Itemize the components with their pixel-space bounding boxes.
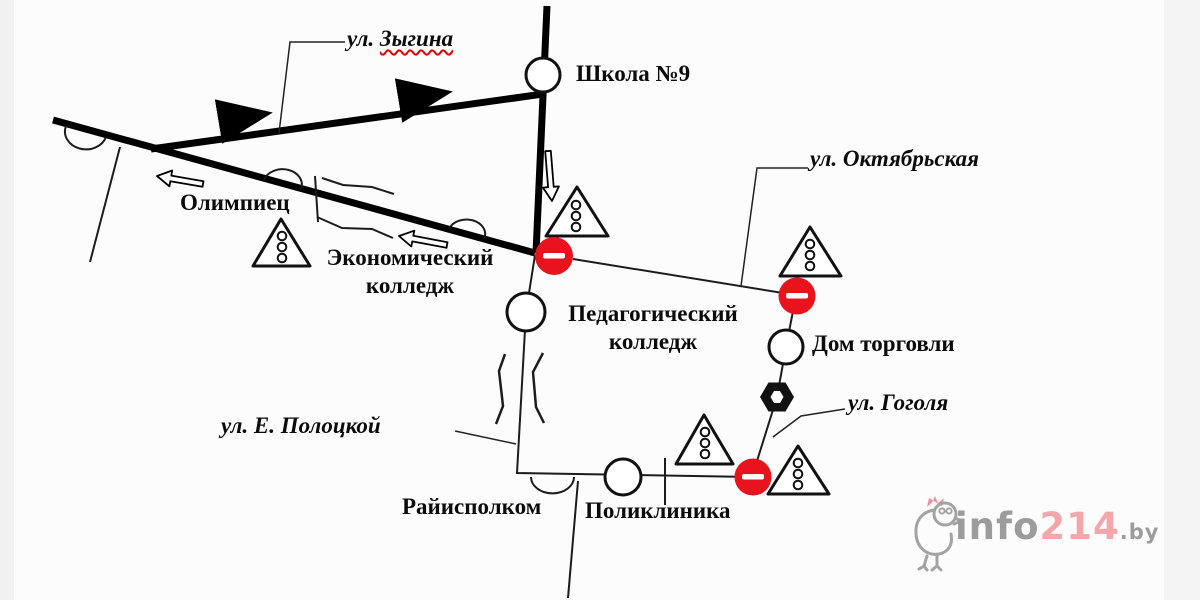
chicken-leg-left (917, 554, 929, 572)
callout-polotskoy (454, 430, 517, 445)
chicken-body (914, 508, 953, 556)
stop-label-poliklinika: Поликлиника (585, 498, 731, 523)
street-left-stub (89, 146, 121, 263)
hollow-arrows (156, 149, 560, 249)
chicken-crown (927, 496, 944, 507)
route-roads (52, 5, 551, 257)
traffic-light-warning-icon (766, 444, 831, 496)
hollow-arrow-down-icon (542, 149, 560, 202)
callout-zygina (278, 41, 345, 134)
chicken-leg-right (930, 554, 943, 572)
road-narrowing-marks (494, 352, 546, 425)
bus-stop-arc-icon (63, 125, 107, 151)
stop-label-pedagog-line1: Педагогический (568, 301, 738, 326)
stop-node-school (524, 56, 562, 94)
traffic-light-warning-icon (544, 185, 610, 238)
callout-oktyabrskaya (740, 167, 808, 287)
bus-stop-arcs (63, 125, 575, 495)
watermark-info: info (955, 505, 1040, 548)
direction-arrows (214, 78, 453, 144)
traffic-light-warning-icon (778, 225, 843, 278)
stop-label-econom-line2: колледж (365, 273, 455, 298)
callout-gogolya (772, 408, 846, 438)
site-watermark: info214.by (903, 492, 1158, 572)
no-entry-signs (535, 237, 816, 496)
stop-label-olimpiec: Олимпиец (180, 190, 290, 215)
street-label-zygina: ул. Зыгина (347, 25, 453, 53)
street-label-oktyabrskaya: ул. Октябрьская (810, 146, 980, 171)
stop-node-poliklinika (603, 457, 643, 497)
narrowing-right (531, 352, 546, 424)
stop-nodes (505, 56, 805, 497)
bus-stop-arc-icon (530, 476, 575, 495)
street-zygina-name: Зыгина (379, 26, 454, 51)
road-vertical-school (532, 5, 551, 254)
road-zygina (150, 90, 544, 153)
page-left-strip (0, 0, 14, 600)
junction-tick (314, 175, 319, 223)
junction-flare-upper (321, 177, 395, 195)
page-right-strip (1164, 0, 1200, 600)
stop-node-pedagog (505, 291, 547, 333)
street-south-stub (567, 480, 579, 599)
stop-label-econom-line1: Экономический (326, 245, 494, 270)
route-arrow-right-icon (394, 78, 453, 123)
callout-lines (278, 41, 846, 445)
no-entry-icon (778, 277, 816, 315)
chicken-eye (945, 507, 953, 515)
chicken-eye (938, 507, 946, 515)
route-arrow-right-icon (214, 99, 273, 144)
street-to-oktyabrskaya (572, 258, 790, 295)
no-entry-icon (734, 458, 772, 496)
street-zygina-prefix: ул. (347, 26, 380, 51)
no-entry-icon (535, 237, 573, 275)
stop-label-school: Школа №9 (576, 61, 691, 86)
street-gogolya (756, 300, 796, 462)
hollow-arrow-left-icon (156, 169, 205, 188)
stop-label-dom-torgovli: Дом торговли (812, 331, 955, 356)
traffic-light-warning-signs (251, 185, 843, 496)
stop-hexagon-icon (760, 382, 794, 412)
stop-label-econom: Экономический колледж (305, 244, 515, 300)
junction-marks (314, 175, 395, 239)
stop-label-pedagog: Педагогический колледж (546, 300, 760, 356)
stop-label-pedagog-line2: колледж (608, 329, 698, 354)
road-olimpiec (52, 116, 536, 257)
watermark-text: info214.by (955, 508, 1159, 551)
chicken-beak (952, 516, 965, 526)
chicken-head (932, 501, 958, 527)
stop-node-dom-torgovli (767, 328, 805, 366)
watermark-214: 214 (1039, 505, 1120, 548)
stop-label-rayispolkom: Райисполком (402, 494, 542, 519)
chicken-logo-icon (914, 496, 965, 572)
street-label-gogolya: ул. Гоголя (848, 390, 949, 415)
traffic-light-warning-icon (251, 217, 312, 268)
bus-stop-arc-icon (263, 168, 303, 190)
narrowing-left (494, 353, 507, 425)
traffic-light-warning-icon (674, 413, 735, 466)
hollow-arrow-left-icon (398, 229, 449, 249)
junction-flare-lower (316, 216, 394, 239)
bus-stop-arc-icon (448, 218, 487, 240)
watermark-by: .by (1119, 520, 1160, 544)
street-label-polotskoy: ул. Е. Полоцкой (221, 413, 381, 438)
